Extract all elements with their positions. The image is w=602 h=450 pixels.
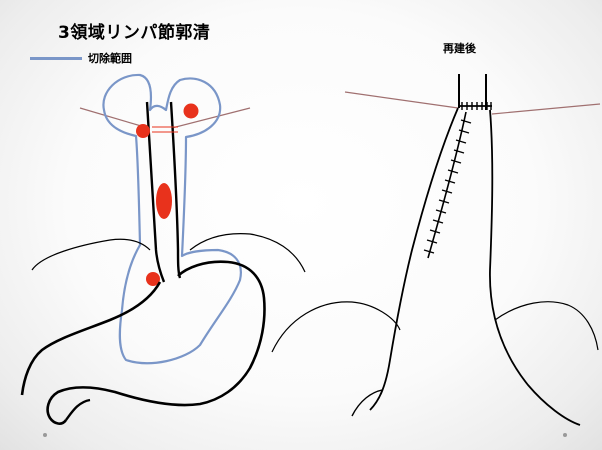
right-nerve-line-right: [492, 104, 600, 114]
stomach-lesser-curve: [22, 282, 160, 395]
gastric-tube-right-wall: [490, 110, 580, 425]
corner-dot-right: [563, 433, 567, 437]
left-nerve-line-left: [80, 108, 148, 128]
left-diaphragm-right: [190, 234, 305, 272]
lymph-node-mediastinal: [156, 183, 172, 219]
esophagus-right-wall: [171, 102, 180, 278]
gastric-tube-left-wall: [370, 108, 458, 410]
corner-dot-left: [43, 433, 47, 437]
stomach-lower-line: [66, 400, 90, 420]
right-lower-curve: [352, 390, 382, 416]
anastomosis-stitches: [462, 102, 491, 110]
lymph-node-left-neck: [136, 124, 150, 138]
right-nerve-line-left: [345, 92, 458, 108]
right-diaphragm-left: [272, 302, 400, 352]
lymph-node-right-neck: [184, 104, 199, 119]
right-diaphragm-right: [495, 302, 598, 350]
left-diaphragm-left: [32, 239, 150, 270]
